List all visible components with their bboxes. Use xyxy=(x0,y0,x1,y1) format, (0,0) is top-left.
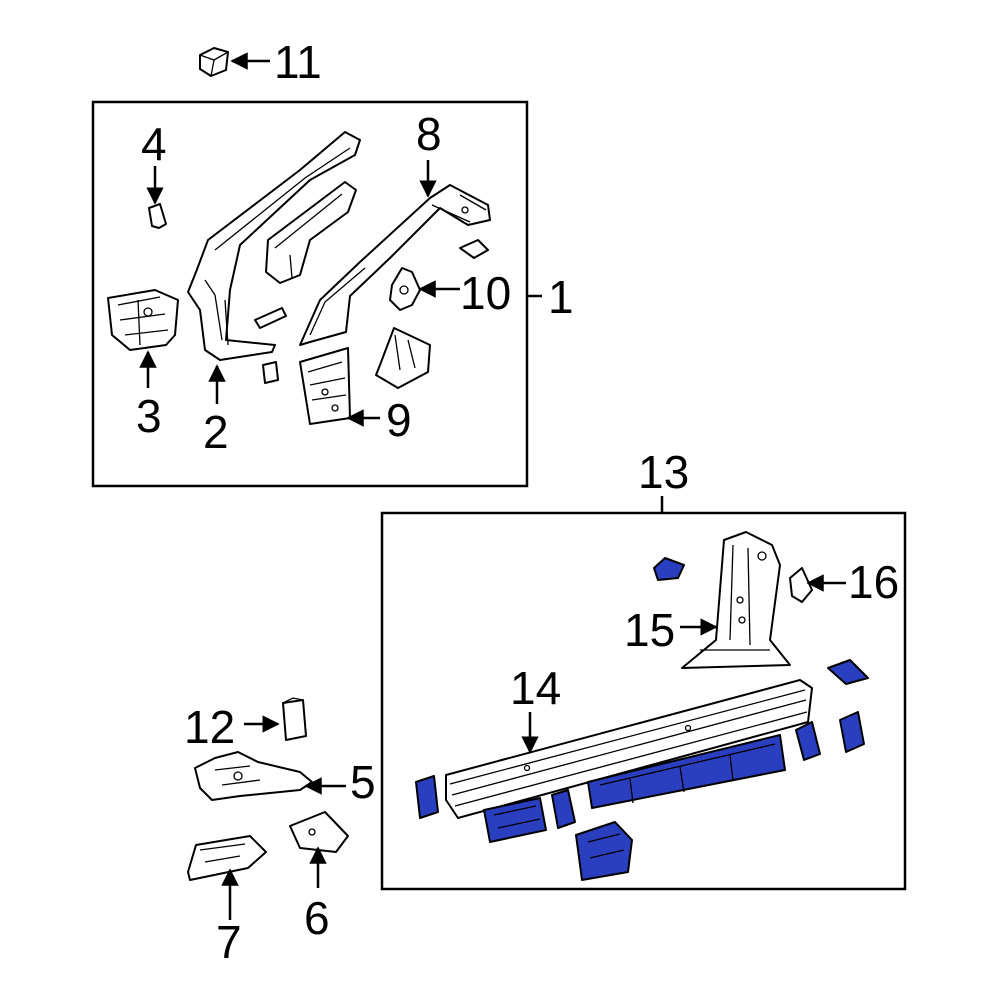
callout-4: 4 xyxy=(141,118,167,170)
part-16-bracket xyxy=(789,567,813,603)
callout-6: 6 xyxy=(304,892,330,944)
small-stud-part xyxy=(254,307,287,329)
callout-13: 13 xyxy=(638,446,689,498)
part-12-block xyxy=(282,697,307,741)
part-9-plate xyxy=(299,347,351,425)
rocker-bracket-f xyxy=(827,659,869,685)
part-2-front-pillar xyxy=(187,131,361,361)
callout-14: 14 xyxy=(510,662,561,714)
small-clip-part xyxy=(459,239,489,259)
small-plate-part xyxy=(262,361,279,384)
callout-16: 16 xyxy=(848,556,899,608)
part-8-pillar xyxy=(299,184,491,346)
part-10-bracket xyxy=(389,267,421,311)
callout-8: 8 xyxy=(416,108,442,160)
callout-11: 11 xyxy=(274,36,322,88)
part-4-clip xyxy=(148,203,167,229)
inner-pillar-panel xyxy=(265,181,357,284)
rocker-bracket-a xyxy=(415,775,439,819)
part-14-rocker xyxy=(445,679,813,819)
callout-15: 15 xyxy=(624,604,675,656)
part-3-bracket xyxy=(107,289,179,351)
rocker-bracket-b xyxy=(551,789,576,829)
rocker-bracket-e xyxy=(839,711,865,753)
group-box-1 xyxy=(91,100,529,488)
part-5-bracket xyxy=(194,751,313,801)
part-6-plate xyxy=(289,811,349,853)
small-clip-blue xyxy=(653,557,685,581)
callout-9: 9 xyxy=(386,394,412,446)
callout-7: 7 xyxy=(216,916,242,968)
part-11-block xyxy=(199,47,229,77)
rocker-reinforcement-long xyxy=(587,734,786,809)
callout-3: 3 xyxy=(136,390,162,442)
callout-2: 2 xyxy=(203,406,229,458)
group-box-13 xyxy=(380,511,907,891)
rocker-bracket-d xyxy=(795,721,821,761)
lower-bracket-part xyxy=(375,327,431,389)
callout-1: 1 xyxy=(548,271,574,323)
callout-10: 10 xyxy=(460,267,511,319)
callout-5: 5 xyxy=(350,756,376,808)
callout-12: 12 xyxy=(184,701,235,753)
part-7-plate xyxy=(187,835,267,881)
rocker-bracket-c xyxy=(575,821,633,881)
rocker-reinforcement-front xyxy=(483,797,547,843)
part-15-pillar-lower xyxy=(681,531,791,669)
